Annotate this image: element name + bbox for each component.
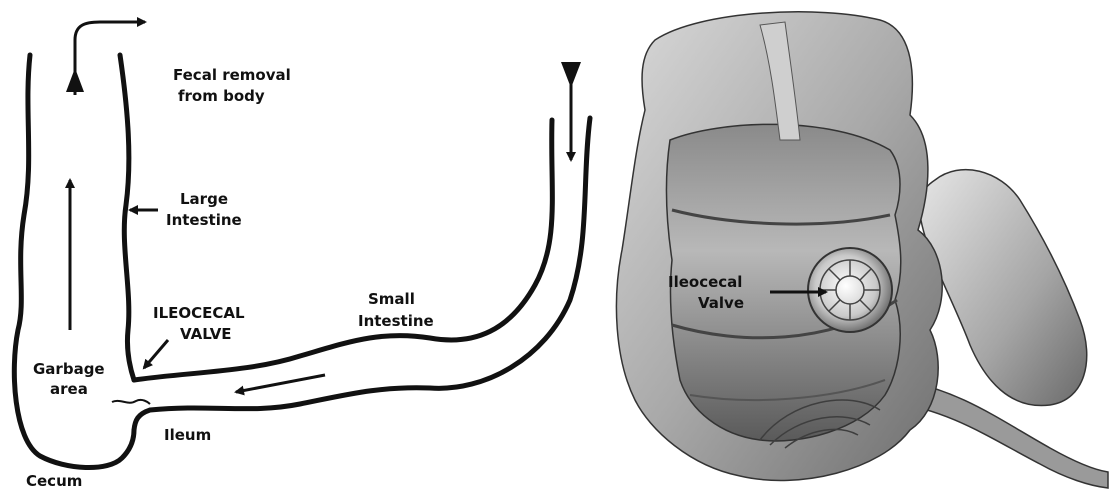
- fecal-removal-label-line2: from body: [178, 87, 265, 105]
- ileocecal-valve-label-line1: ILEOCECAL: [153, 304, 245, 322]
- ileum-label: Ileum: [164, 426, 211, 444]
- right-illustration: Ileocecal Valve: [616, 12, 1108, 488]
- fecal-removal-label-line1: Fecal removal: [173, 66, 291, 84]
- ileum-flow-arrow: [236, 375, 325, 392]
- appendix-illustration: [919, 170, 1086, 406]
- small-intestine-label-line2: Intestine: [358, 312, 434, 330]
- intake-arrow-tail: [561, 62, 581, 88]
- large-intestine-label-line1: Large: [180, 190, 228, 208]
- exit-arrow: [75, 22, 145, 95]
- small-intestine-label-line1: Small: [368, 290, 415, 308]
- ileocecal-valve-illustration-label-line1: Ileocecal: [668, 273, 742, 291]
- ileocecal-valve-label-line2: VALVE: [180, 325, 232, 343]
- ileocecal-valve-illustration-label-line2: Valve: [698, 294, 744, 312]
- exit-arrow-tail: [66, 68, 84, 92]
- large-intestine-right-wall: [120, 55, 134, 380]
- ileocecal-valve-pointer: [144, 340, 168, 368]
- garbage-area-label-line2: area: [50, 380, 88, 398]
- cecum-label: Cecum: [26, 472, 82, 490]
- large-intestine-label-line2: Intestine: [166, 211, 242, 229]
- garbage-area-label-line1: Garbage: [33, 360, 105, 378]
- large-intestine-left-wall: [14, 55, 134, 468]
- left-schematic: Fecal removal from body Large Intestine …: [14, 22, 590, 490]
- small-intestine-lower-wall: [134, 118, 590, 430]
- valve-squiggle: [112, 400, 150, 404]
